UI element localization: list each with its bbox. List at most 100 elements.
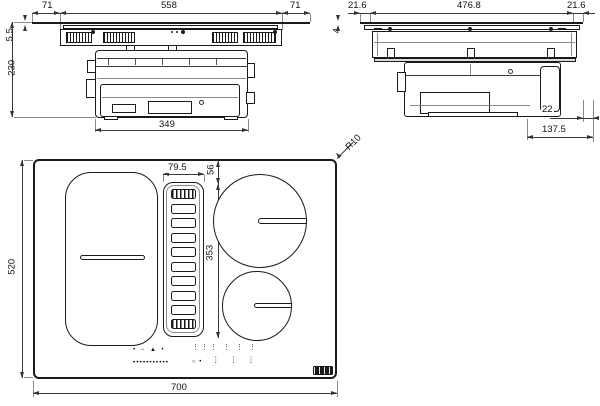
frame-detail [558,28,566,30]
vent-fins [66,32,92,43]
housing-foot [104,116,118,120]
grille-slat [171,290,196,301]
screw [508,69,513,74]
screw [176,31,178,33]
tray-detail-line [374,42,575,43]
dim-label-inset-right: 21.6 [566,0,587,11]
extension-line [24,160,33,161]
dim-label-duct-width: 137.5 [541,124,567,135]
extension-line [527,119,528,140]
dimension-line [95,130,248,131]
glass-top-profile [32,21,310,24]
extension-line [204,175,205,182]
zone-marker-bar [254,303,292,308]
housing-detail-line [97,78,246,79]
control-icons-levels: ⋮ ⋮ ⋮ [212,355,259,364]
housing-foot [428,112,518,117]
dim-arrow [23,25,27,31]
housing-bracket [86,79,96,98]
dimension-line [348,13,595,14]
extension-line [583,100,584,122]
brand-logo-badge [313,366,333,375]
dimension-line [22,160,23,378]
screw [181,30,185,34]
grille-slat [171,305,196,315]
dim-arrow [336,25,340,31]
dim-label-glass-width: 558 [160,0,178,11]
tray-detail-line [377,33,378,56]
control-icons-timer: ○ • [192,359,203,365]
grille-slat [171,247,196,257]
dimension-line [527,137,593,138]
housing-bracket [247,63,255,78]
housing-detail-line [95,66,248,67]
dimension-line [218,184,219,338]
housing-detail-line [470,64,471,75]
mounting-clip [387,48,395,58]
extension-line [360,14,361,22]
dim-arrow [163,172,169,176]
dim-arrow [198,172,204,176]
dim-label-overhang-right: 71 [289,0,302,11]
grille-slat [171,276,196,286]
control-icons-zones: ⋮⋮⋮ ⋮ ⋮ ⋮ [192,344,258,351]
frame-profile [63,25,278,29]
dim-label-depth: 520 [6,258,18,275]
frame-detail [374,28,382,30]
extension-line [14,22,32,23]
control-slider-dots: ••••••••••• [133,359,170,366]
dim-label-width: 700 [170,382,188,393]
vent-fins [243,32,276,43]
dim-arrow [304,11,310,15]
support-rail [374,58,576,62]
dim-arrow [354,11,360,15]
dim-label-corner-radius: R10 [343,132,364,153]
housing-bracket [397,72,406,92]
dim-arrow [10,111,14,117]
dim-arrow [33,391,39,395]
housing-ribs [108,59,238,65]
dim-label-motor-width: 349 [158,119,176,130]
dim-arrow [216,161,220,167]
screw [549,27,553,31]
housing-detail [148,101,192,114]
dim-label-zones-span: 353 [204,244,216,261]
mounting-clip [547,48,555,58]
dim-arrow [331,391,337,395]
housing-detail-line [406,75,559,76]
extension-line [573,14,574,22]
dim-label-body-width: 476.8 [456,0,482,11]
extension-line [337,381,338,397]
screw [171,31,173,33]
dim-arrow [276,11,282,15]
grille-slat [171,203,196,214]
extension-line [248,119,249,132]
vent-fins [212,32,238,43]
dim-arrow [527,135,533,139]
dimension-line [12,22,13,117]
dim-label-inset-left: 21.6 [347,0,368,11]
glass-top-profile [360,21,583,24]
screw [388,27,392,31]
dimension-line [33,393,337,394]
dim-arrow [32,11,38,15]
extension-line [583,14,584,22]
dim-arrow [242,128,248,132]
dim-arrow [10,22,14,28]
dim-label-top-offset: 56 [205,164,217,176]
grille-slat [171,232,196,243]
housing-detail [112,104,136,113]
dimension-line [550,118,597,119]
zone-marker-bar [80,255,145,260]
housing-bracket [87,60,96,73]
housing-detail-line [102,97,238,98]
dim-label-grille-width: 79.5 [167,162,188,173]
control-icons-power: • − ▲ • [133,347,166,353]
tray-detail-line [571,33,572,56]
grille-slat [171,319,196,329]
dim-arrow [95,128,101,132]
